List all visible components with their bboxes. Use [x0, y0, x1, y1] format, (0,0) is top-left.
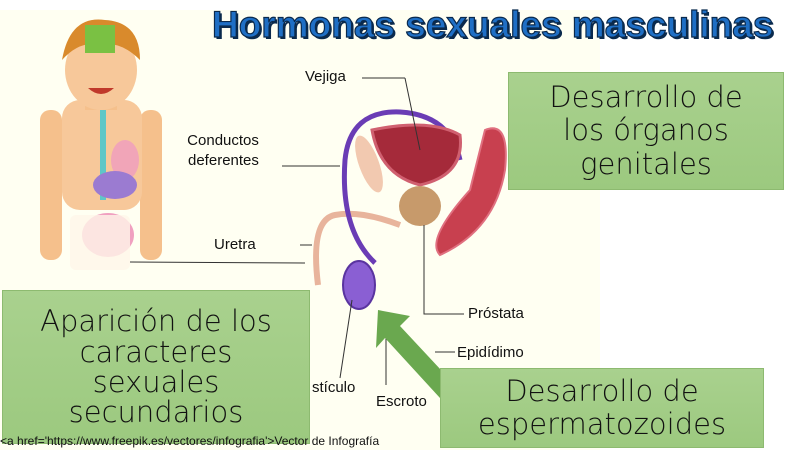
- box-desarrollo-espermatozoides: Desarrollo de espermatozoides: [440, 368, 764, 448]
- page-title: Hormonas sexuales masculinas: [211, 3, 774, 45]
- box-line: secundarios: [68, 395, 244, 430]
- box-line: sexuales: [92, 365, 220, 399]
- box-line: Desarrollo de: [549, 79, 743, 114]
- attribution-text: <a href='https://www.freepik.es/vectores…: [0, 434, 380, 448]
- box-line: Aparición de los: [40, 304, 272, 339]
- label-testiculo: stículo: [312, 379, 356, 396]
- label-uretra: Uretra: [214, 236, 256, 253]
- reproductive-system-diagram: [282, 77, 507, 385]
- label-vejiga: Vejiga: [305, 68, 346, 85]
- box-desarrollo-organos-genitales: Desarrollo de los órganos genitales: [508, 72, 784, 190]
- box-caracteres-secundarios: Aparición de los caracteres sexuales sec…: [2, 290, 310, 444]
- label-prostata: Próstata: [468, 305, 524, 322]
- box-line: Desarrollo de: [505, 373, 699, 408]
- label-escroto: Escroto: [376, 393, 427, 410]
- box-line: caracteres: [79, 334, 233, 369]
- box-line: espermatozoides: [477, 407, 727, 441]
- box-line: los órganos: [563, 113, 729, 148]
- box-line: genitales: [580, 146, 712, 181]
- label-epididimo: Epidídimo: [457, 344, 524, 361]
- green-arrow: [376, 310, 455, 398]
- label-conductos-deferentes: Conductos deferentes: [183, 131, 259, 172]
- label-line: deferentes: [188, 152, 259, 170]
- label-line: Conductos: [187, 132, 259, 149]
- boy-figure: [40, 19, 306, 270]
